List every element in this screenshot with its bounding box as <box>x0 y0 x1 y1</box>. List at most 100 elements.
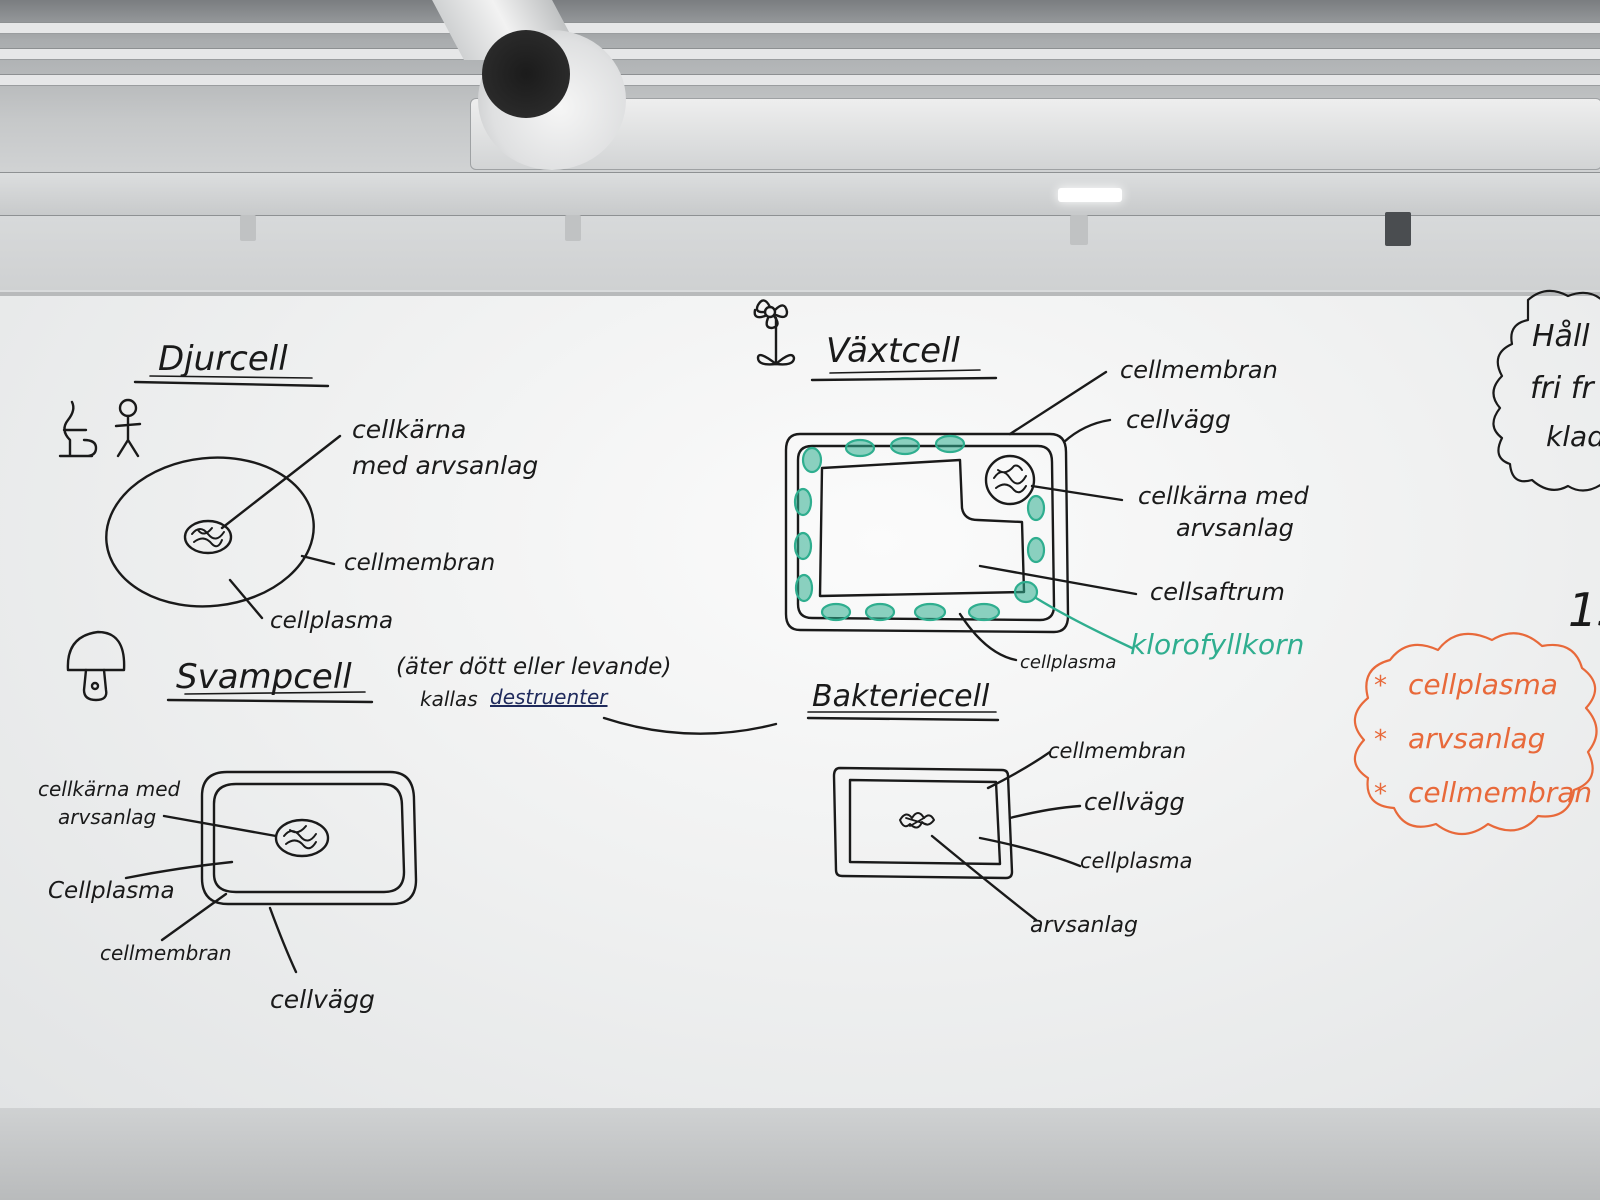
bacteria-cell-diagram <box>806 711 1082 922</box>
fungus-note-line1: (äter dött eller levande) <box>396 654 671 680</box>
partial-text-line2: fri fr <box>1530 371 1595 406</box>
fungus-title-underline <box>166 698 374 704</box>
fungus-membrane-pointer <box>160 892 228 942</box>
animal-cell-diagram <box>58 375 342 620</box>
fungus-connector-line <box>602 716 778 735</box>
summary-cloud-outline <box>1353 632 1598 836</box>
partial-text-line1: Håll <box>1532 319 1590 354</box>
bacteria-dna <box>899 812 935 829</box>
fungus-note-prefix: kallas <box>420 687 478 711</box>
fungus-nucleus-pointer <box>162 814 278 838</box>
plant-vacuole-pointer <box>978 564 1138 596</box>
animal-plasma-label: cellplasma <box>270 608 393 634</box>
chloroplast <box>889 436 921 456</box>
projector-screen-housing <box>470 98 1600 170</box>
plant-vacuole <box>818 458 1026 598</box>
fungus-cell-diagram <box>66 630 778 974</box>
bacteria-title-underline <box>806 716 1000 722</box>
bacteria-plasma-label: cellplasma <box>1080 849 1192 873</box>
thought-cloud-partial <box>1492 289 1600 492</box>
light-strip <box>1058 188 1122 202</box>
animal-title: Djurcell <box>158 339 288 379</box>
plant-title: Växtcell <box>826 331 960 371</box>
fungus-plasma-pointer <box>124 860 234 880</box>
summary-item: arvsanlag <box>1408 722 1545 755</box>
fungus-title-underline <box>184 691 366 695</box>
chloroplast <box>1026 494 1046 522</box>
fungus-nucleus <box>274 818 330 858</box>
fungus-title: Svampcell <box>176 657 352 697</box>
wall-bracket <box>565 215 581 241</box>
animal-plasma-pointer <box>228 578 264 620</box>
plant-nucleus <box>984 454 1036 506</box>
animal-nucleus <box>183 519 233 555</box>
plant-plasma-label: cellplasma <box>1020 652 1116 673</box>
partial-text-line3: klad <box>1546 420 1600 453</box>
partial-number: 15 <box>1568 583 1600 637</box>
plant-wall-pointer <box>1062 418 1112 444</box>
bacteria-title: Bakteriecell <box>812 679 990 714</box>
fungus-plasma-label: Cellplasma <box>48 878 175 904</box>
chloroplast <box>1026 536 1046 564</box>
marker-tray <box>0 1108 1600 1200</box>
summary-cloud: * cellplasma * arvsanlag * cellmembran <box>1374 668 1592 809</box>
bacteria-membrane-label: cellmembran <box>1048 739 1186 763</box>
wall-bracket <box>1385 212 1411 246</box>
summary-bullet: * <box>1374 725 1387 755</box>
bacteria-plasma-pointer <box>978 836 1082 868</box>
bacteria-wall-label: cellvägg <box>1084 788 1185 816</box>
animal-person-doodle <box>58 398 142 458</box>
summary-item: cellmembran <box>1408 776 1592 809</box>
plant-membrane-pointer <box>1008 370 1108 436</box>
plant-cell-membrane <box>796 444 1056 622</box>
fungus-cell-membrane <box>212 782 406 894</box>
chloroplast <box>934 434 966 454</box>
animal-nucleus-label-line2: med arvsanlag <box>352 451 538 480</box>
ceiling-rail <box>0 22 1600 34</box>
animal-nucleus-pointer <box>220 434 342 530</box>
flower-doodle <box>753 299 796 366</box>
chloroplast <box>967 602 1001 622</box>
vent-opening <box>482 30 570 118</box>
fungus-nucleus-label-line1: cellkärna med <box>38 777 181 801</box>
ceiling-rail <box>0 48 1600 60</box>
animal-title-underline <box>149 375 313 379</box>
plant-nucleus-pointer <box>1030 484 1124 502</box>
summary-bullet: * <box>1374 671 1387 701</box>
fungus-membrane-label: cellmembran <box>100 941 232 965</box>
plant-nucleus-label-line2: arvsanlag <box>1176 514 1294 542</box>
animal-membrane-label: cellmembran <box>344 550 495 576</box>
plant-membrane-label: cellmembran <box>1120 356 1278 384</box>
plant-pointers <box>958 370 1138 662</box>
fungus-nucleus-label-line2: arvsanlag <box>58 805 156 829</box>
chloroplast <box>820 602 852 622</box>
curtain-rail <box>0 172 1600 216</box>
fungus-wall-pointer <box>268 906 298 974</box>
chloroplast <box>864 602 896 622</box>
chloroplast <box>793 487 813 517</box>
bacteria-dna-label: arvsanlag <box>1030 913 1138 938</box>
plant-title-underline <box>829 369 981 374</box>
fungus-wall-label: cellvägg <box>270 985 375 1014</box>
ceiling-rail <box>0 74 1600 86</box>
plant-title-underline <box>810 376 998 382</box>
plant-chloroplast-pointer <box>1034 596 1134 650</box>
wall-bracket <box>1070 215 1088 245</box>
summary-item: cellplasma <box>1408 668 1558 701</box>
wall-bracket <box>240 215 256 241</box>
chloroplast <box>793 531 813 561</box>
chloroplast <box>1013 580 1039 604</box>
plant-nucleus-label-line1: cellkärna med <box>1138 482 1309 510</box>
animal-membrane-pointer <box>300 554 336 566</box>
summary-bullet: * <box>1374 779 1387 809</box>
chloroplast <box>913 602 947 622</box>
bacteria-wall-pointer <box>1008 804 1082 820</box>
plant-chloroplast-label: klorofyllkorn <box>1130 628 1304 661</box>
mushroom-doodle <box>66 630 126 702</box>
bacteria-dna-pointer <box>930 834 1038 922</box>
bacteria-membrane-pointer <box>986 750 1052 790</box>
plant-wall-label: cellvägg <box>1126 405 1231 434</box>
ceiling <box>0 0 1600 290</box>
bacteria-cell-wall <box>832 766 1014 880</box>
